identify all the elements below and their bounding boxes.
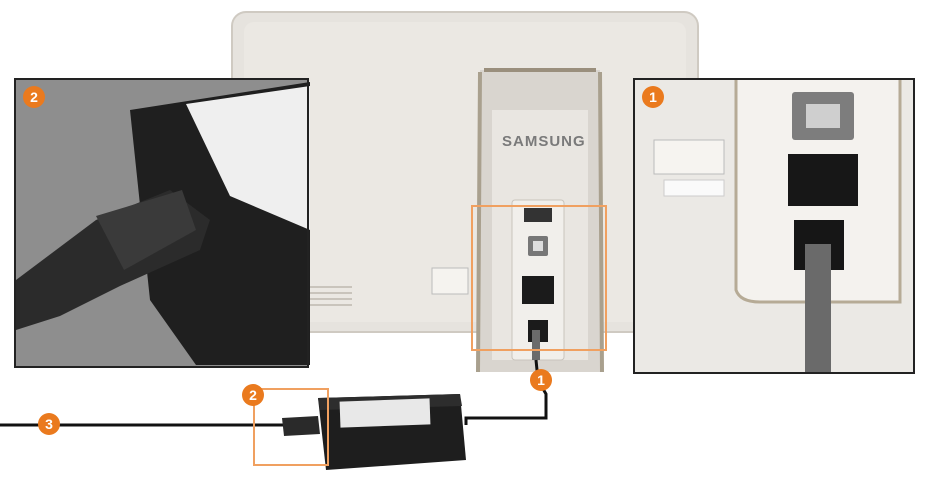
vent-slots (310, 286, 352, 306)
ac-adapter-icon (253, 388, 466, 470)
power-plug-icon (282, 416, 320, 436)
adapter-callout-box (253, 388, 329, 466)
badge-left-inset: 2 (23, 86, 45, 108)
badge-mains-cable: 3 (38, 413, 60, 435)
usb-a-port-icon (524, 208, 552, 222)
device-label-sticker (431, 267, 469, 295)
left-inset-photo (14, 78, 310, 368)
badge-right-inset: 1 (642, 86, 664, 108)
cables (0, 359, 548, 427)
device-port-callout-box (471, 205, 607, 351)
lan-port-icon (522, 276, 554, 304)
photo-frame-device (231, 11, 699, 373)
device-brand-label: SAMSUNG (502, 133, 586, 150)
badge-adapter-callout: 2 (242, 384, 264, 406)
badge-device-port: 1 (530, 369, 552, 391)
right-inset-photo (633, 78, 915, 374)
